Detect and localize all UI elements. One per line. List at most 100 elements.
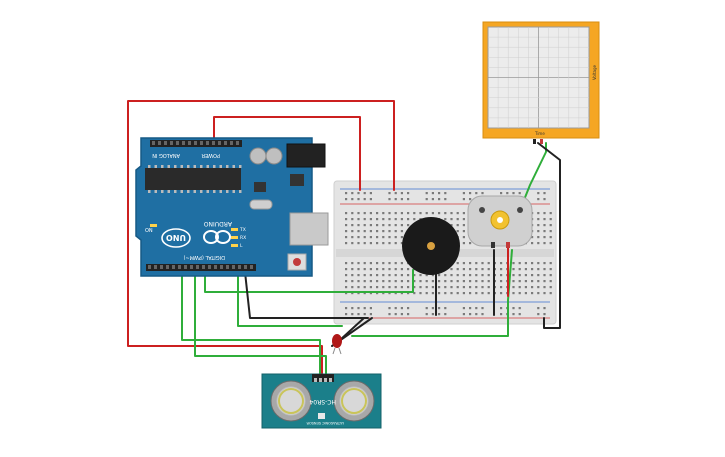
breadboard-hole[interactable] (376, 230, 379, 233)
breadboard-hole[interactable] (382, 218, 385, 221)
breadboard-hole[interactable] (394, 192, 397, 195)
breadboard-hole[interactable] (475, 268, 478, 271)
breadboard-hole[interactable] (506, 192, 509, 195)
breadboard-hole[interactable] (394, 236, 397, 239)
breadboard-hole[interactable] (351, 218, 354, 221)
breadboard-hole[interactable] (549, 212, 552, 215)
header-pin[interactable] (194, 141, 197, 145)
header-pin[interactable] (214, 265, 217, 269)
header-pin[interactable] (196, 265, 199, 269)
breadboard-hole[interactable] (543, 280, 546, 283)
breadboard-hole[interactable] (351, 286, 354, 289)
breadboard-hole[interactable] (413, 274, 416, 277)
breadboard-hole[interactable] (351, 224, 354, 227)
breadboard-hole[interactable] (431, 198, 434, 201)
breadboard-hole[interactable] (407, 313, 410, 316)
breadboard-holes[interactable] (345, 192, 552, 316)
breadboard-hole[interactable] (537, 236, 540, 239)
breadboard-hole[interactable] (363, 212, 366, 215)
breadboard-hole[interactable] (351, 198, 354, 201)
breadboard-hole[interactable] (531, 262, 534, 265)
breadboard-hole[interactable] (512, 313, 515, 316)
breadboard-hole[interactable] (500, 292, 503, 295)
breadboard-hole[interactable] (462, 262, 465, 265)
breadboard-hole[interactable] (524, 292, 527, 295)
breadboard-hole[interactable] (363, 280, 366, 283)
breadboard-hole[interactable] (512, 286, 515, 289)
breadboard-hole[interactable] (518, 292, 521, 295)
breadboard-hole[interactable] (388, 218, 391, 221)
breadboard-hole[interactable] (388, 262, 391, 265)
breadboard-hole[interactable] (369, 307, 372, 310)
breadboard-hole[interactable] (351, 230, 354, 233)
breadboard-hole[interactable] (537, 268, 540, 271)
header-pin[interactable] (238, 265, 241, 269)
header-pins-top[interactable] (152, 141, 239, 145)
breadboard-hole[interactable] (376, 274, 379, 277)
breadboard-hole[interactable] (394, 274, 397, 277)
header-pin[interactable] (178, 265, 181, 269)
breadboard-hole[interactable] (363, 192, 366, 195)
breadboard-hole[interactable] (357, 224, 360, 227)
breadboard-hole[interactable] (345, 280, 348, 283)
header-pin[interactable] (188, 141, 191, 145)
breadboard-hole[interactable] (500, 262, 503, 265)
breadboard-hole[interactable] (481, 280, 484, 283)
breadboard-hole[interactable] (462, 307, 465, 310)
breadboard-hole[interactable] (431, 307, 434, 310)
breadboard-hole[interactable] (351, 242, 354, 245)
header-pin[interactable] (200, 141, 203, 145)
breadboard-hole[interactable] (462, 292, 465, 295)
header-pin[interactable] (202, 265, 205, 269)
breadboard-hole[interactable] (444, 313, 447, 316)
breadboard-hole[interactable] (537, 307, 540, 310)
breadboard-hole[interactable] (462, 212, 465, 215)
breadboard-hole[interactable] (543, 268, 546, 271)
breadboard-hole[interactable] (400, 192, 403, 195)
breadboard-hole[interactable] (369, 212, 372, 215)
breadboard-hole[interactable] (388, 236, 391, 239)
breadboard-hole[interactable] (469, 313, 472, 316)
breadboard-hole[interactable] (462, 192, 465, 195)
breadboard-hole[interactable] (549, 236, 552, 239)
breadboard-hole[interactable] (531, 268, 534, 271)
breadboard-hole[interactable] (382, 236, 385, 239)
breadboard-hole[interactable] (537, 292, 540, 295)
breadboard-hole[interactable] (531, 242, 534, 245)
breadboard-hole[interactable] (481, 292, 484, 295)
breadboard-hole[interactable] (400, 280, 403, 283)
breadboard-hole[interactable] (388, 286, 391, 289)
breadboard-hole[interactable] (462, 242, 465, 245)
breadboard-hole[interactable] (462, 224, 465, 227)
breadboard-hole[interactable] (363, 274, 366, 277)
breadboard-hole[interactable] (549, 224, 552, 227)
breadboard-hole[interactable] (363, 268, 366, 271)
reset-button-cap[interactable] (293, 258, 301, 266)
breadboard-hole[interactable] (351, 307, 354, 310)
breadboard-hole[interactable] (537, 230, 540, 233)
breadboard-hole[interactable] (487, 268, 490, 271)
breadboard-hole[interactable] (363, 262, 366, 265)
header-pin[interactable] (170, 141, 173, 145)
breadboard-hole[interactable] (543, 198, 546, 201)
breadboard-hole[interactable] (400, 198, 403, 201)
breadboard-hole[interactable] (345, 313, 348, 316)
breadboard-hole[interactable] (537, 192, 540, 195)
breadboard-hole[interactable] (481, 268, 484, 271)
breadboard-hole[interactable] (469, 268, 472, 271)
breadboard-hole[interactable] (438, 198, 441, 201)
breadboard-hole[interactable] (363, 286, 366, 289)
breadboard-hole[interactable] (524, 268, 527, 271)
breadboard-hole[interactable] (431, 192, 434, 195)
breadboard-hole[interactable] (400, 224, 403, 227)
header-pin[interactable] (152, 141, 155, 145)
arduino-uno-board[interactable]: ANALOG IN POWER DIGITAL (PWM~) ON TX RX … (135, 137, 329, 277)
breadboard-hole[interactable] (450, 280, 453, 283)
breadboard-hole[interactable] (487, 292, 490, 295)
breadboard-hole[interactable] (481, 192, 484, 195)
header-pin[interactable] (154, 265, 157, 269)
breadboard-hole[interactable] (438, 286, 441, 289)
breadboard-hole[interactable] (444, 218, 447, 221)
header-pin[interactable] (226, 265, 229, 269)
breadboard-hole[interactable] (407, 280, 410, 283)
